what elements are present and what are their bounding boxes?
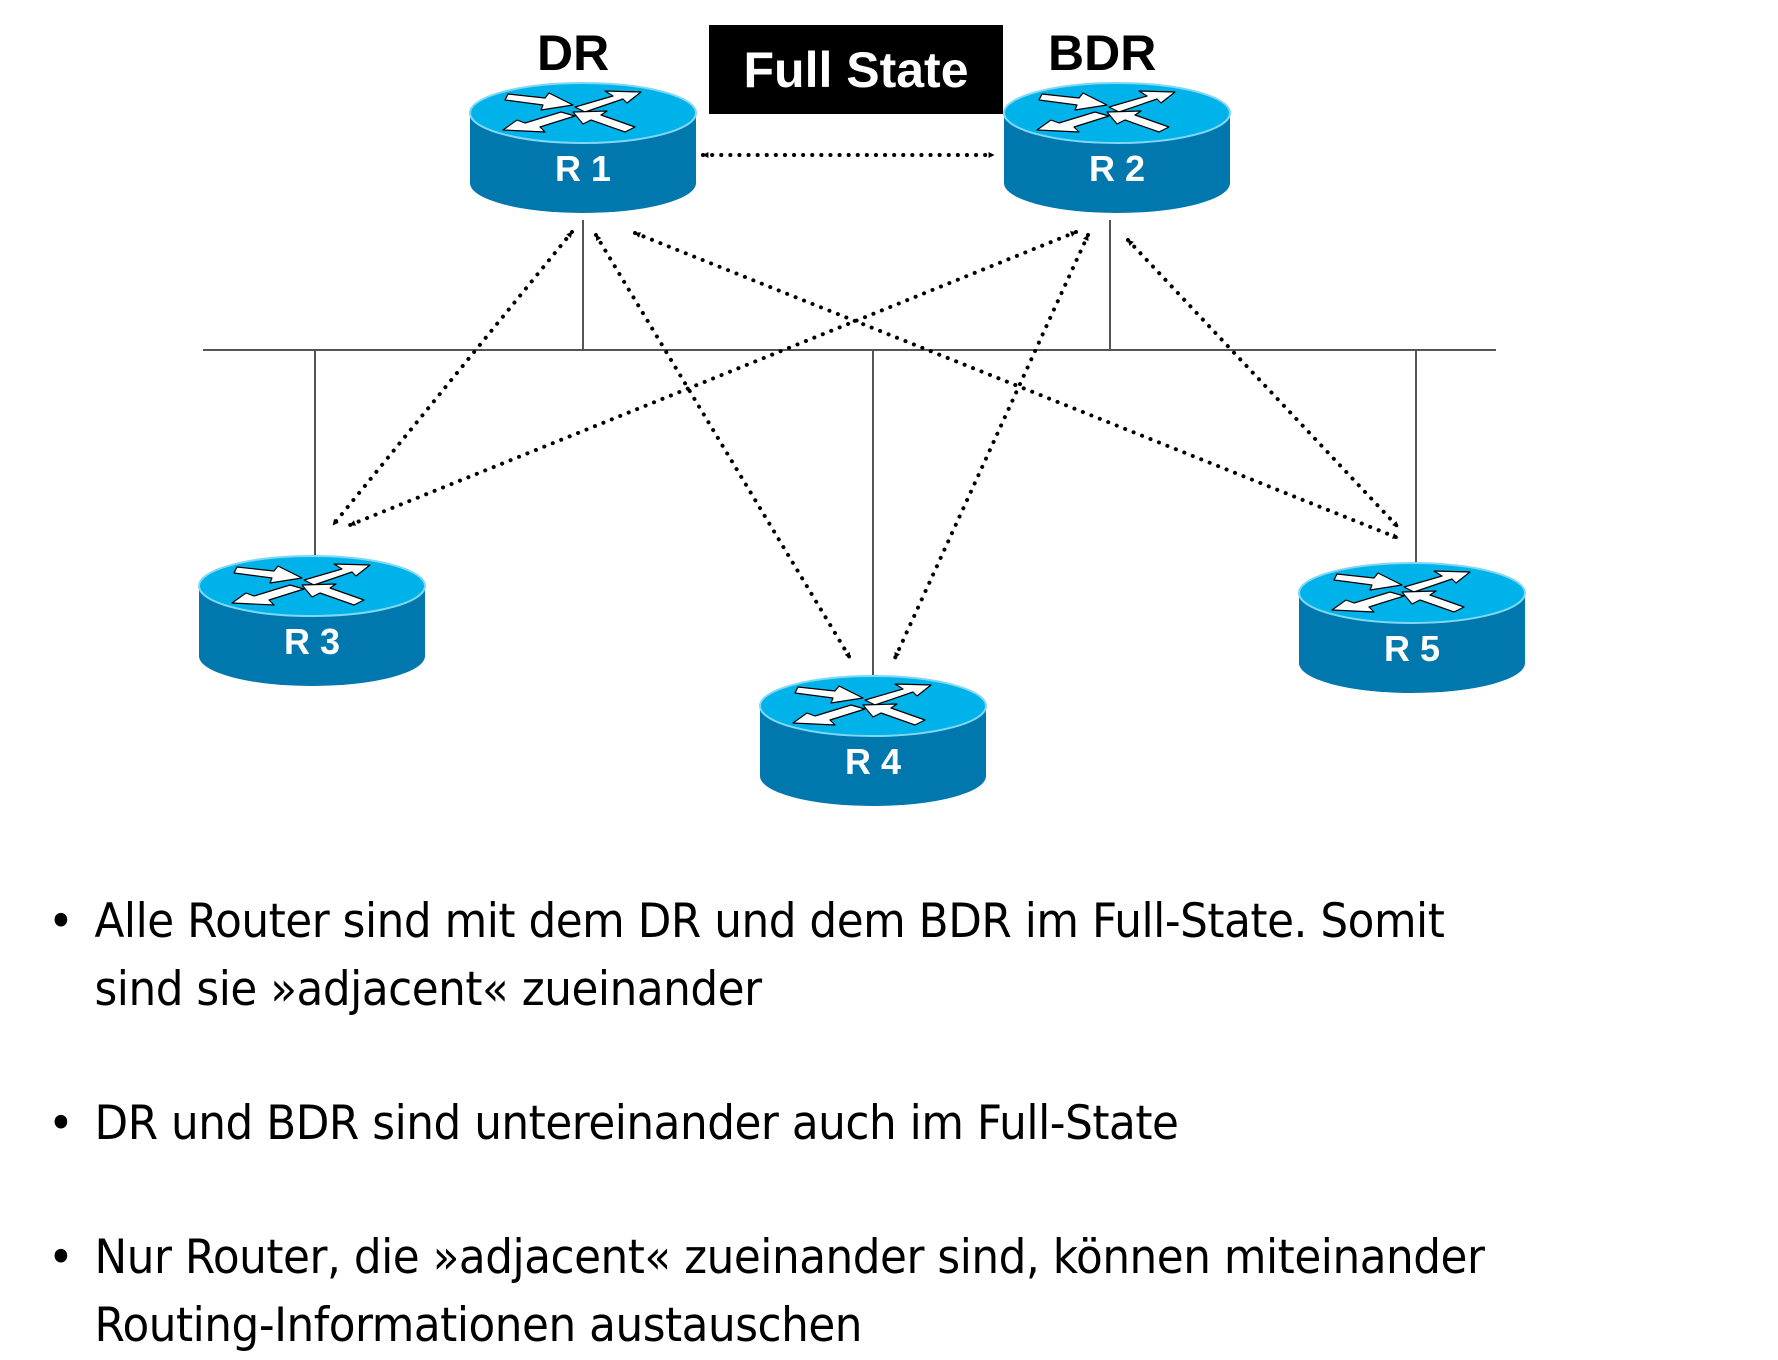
adjacency-arrow-r2-r4: [893, 233, 1090, 660]
router-label: R 5: [1384, 628, 1440, 669]
adjacency-arrows: [331, 152, 1400, 660]
bdr-label: BDR: [1048, 25, 1157, 81]
bullet-item: • Nur Router, die »adjacent« zueinander …: [48, 1224, 1769, 1360]
bullet-dot-icon: •: [48, 894, 74, 949]
bullet-line: Routing-Informationen austauschen: [94, 1298, 863, 1353]
router-arrows-icon: [231, 563, 371, 606]
router-arrows-icon: [1036, 90, 1176, 133]
router-label: R 4: [845, 741, 901, 782]
router-arrows-icon: [1331, 570, 1471, 613]
adjacency-arrow-r2-r5: [1126, 238, 1400, 529]
router-label: R 2: [1089, 148, 1145, 189]
bullet-line: DR und BDR sind untereinander auch im Fu…: [94, 1096, 1179, 1151]
bullet-item: • Alle Router sind mit dem DR und dem BD…: [48, 888, 1769, 1024]
bullet-line: Alle Router sind mit dem DR und dem BDR …: [94, 894, 1445, 949]
router-r4[interactable]: R 4: [759, 675, 987, 806]
adjacency-arrow-r2-r3: [348, 230, 1078, 527]
bullet-list: • Alle Router sind mit dem DR und dem BD…: [48, 888, 1758, 1360]
router-r5[interactable]: R 5: [1298, 562, 1526, 693]
router-arrows-icon: [792, 683, 932, 726]
router-label: R 3: [284, 621, 340, 662]
router-r2[interactable]: R 2: [1003, 82, 1231, 213]
routers: R 1 R 2 R 3 R 4 R 5: [198, 82, 1526, 806]
full-state-badge: Full State: [709, 25, 1003, 114]
adjacency-arrow-r1-r4: [594, 233, 852, 660]
bullet-line: Nur Router, die »adjacent« zueinander si…: [94, 1230, 1485, 1285]
router-label: R 1: [555, 148, 611, 189]
bullet-dot-icon: •: [48, 1096, 74, 1151]
dr-label: DR: [537, 25, 610, 81]
bullet-dot-icon: •: [48, 1230, 74, 1285]
router-r1[interactable]: R 1: [469, 82, 697, 213]
router-r3[interactable]: R 3: [198, 555, 426, 686]
router-arrows-icon: [502, 90, 642, 133]
ospf-diagram: R 1 R 2 R 3 R 4 R 5 DR BDR Full State: [198, 25, 1526, 806]
bullet-item: • DR und BDR sind untereinander auch im …: [48, 1090, 1769, 1158]
bullet-line: sind sie »adjacent« zueinander: [94, 962, 763, 1017]
diagram-canvas: R 1 R 2 R 3 R 4 R 5: [198, 82, 1526, 806]
adjacency-arrow-r1-r3: [331, 230, 574, 527]
